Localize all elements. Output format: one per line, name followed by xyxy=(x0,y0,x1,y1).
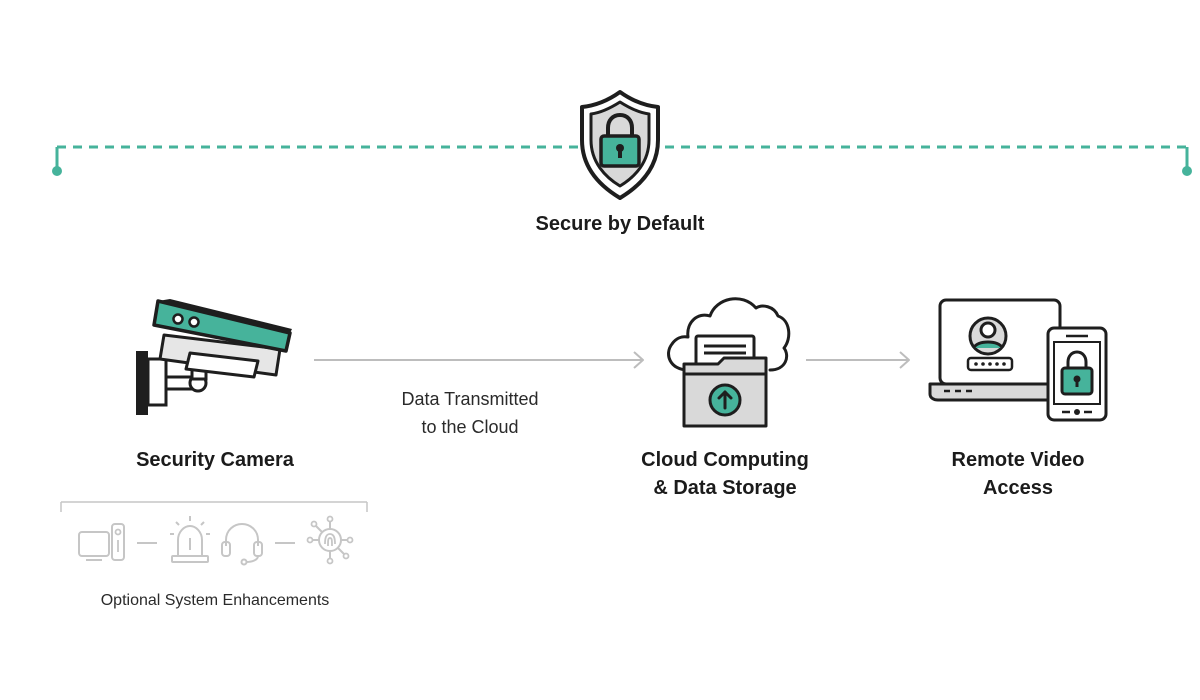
cloud-line-2: & Data Storage xyxy=(653,477,797,499)
enhancement-dash-2 xyxy=(275,542,295,544)
laptop-phone-lock-icon xyxy=(928,296,1113,426)
cloud-label: Cloud Computing & Data Storage xyxy=(605,446,845,502)
left-end-dot xyxy=(52,166,62,176)
siren-icon xyxy=(168,514,212,564)
security-camera-icon xyxy=(130,295,300,425)
right-end-dot xyxy=(1182,166,1192,176)
remote-line-2: Access xyxy=(982,477,1054,499)
transmit-label: Data Transmitted to the Cloud xyxy=(350,385,590,441)
cloud-line-1: Cloud Computing xyxy=(641,449,809,471)
headset-icon xyxy=(220,520,264,566)
enhancement-dash-1 xyxy=(137,542,157,544)
shield-lock-icon xyxy=(570,88,670,203)
enhancements-bracket xyxy=(60,501,368,512)
secure-title: Secure by Default xyxy=(535,213,705,235)
cloud-folder-upload-icon xyxy=(662,290,792,430)
transmit-line-2: to the Cloud xyxy=(421,417,519,437)
tv-remote-icon xyxy=(78,522,130,564)
camera-label: Security Camera xyxy=(136,449,294,471)
remote-line-1: Remote Video xyxy=(951,449,1085,471)
fingerprint-network-icon xyxy=(306,515,354,565)
access-arrow xyxy=(806,351,910,369)
enhancements-label: Optional System Enhancements xyxy=(100,592,330,609)
transmit-arrow xyxy=(314,351,644,369)
remote-label: Remote Video Access xyxy=(898,446,1138,502)
transmit-line-1: Data Transmitted xyxy=(401,389,539,409)
